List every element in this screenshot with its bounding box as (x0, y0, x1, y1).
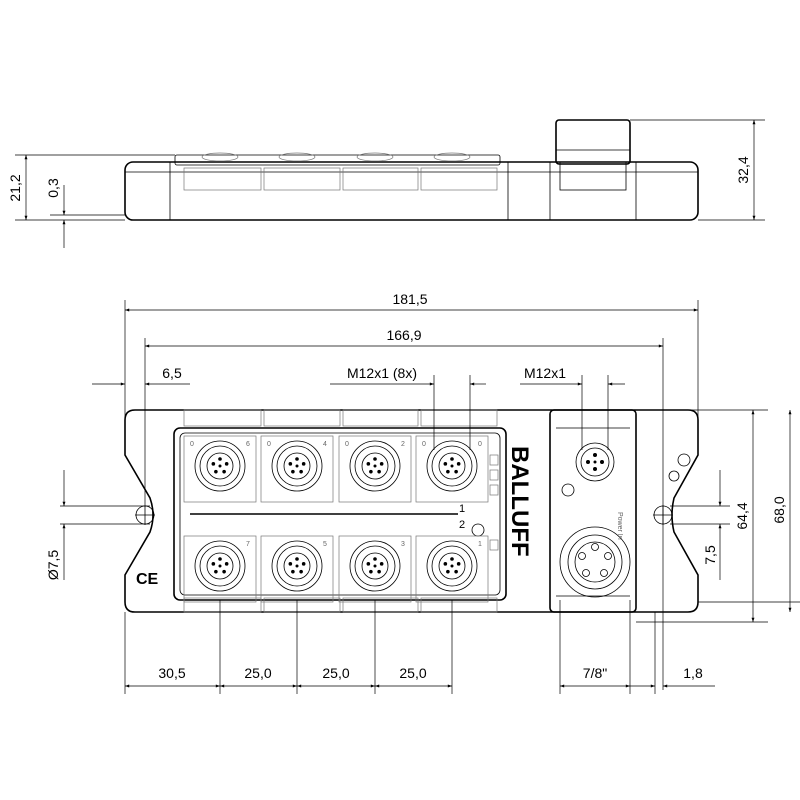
dim-edge-to-hole: 6,5 (162, 365, 182, 381)
io-port: 5 (260, 535, 334, 603)
dim-bus-thread: M12x1 (524, 365, 566, 381)
port-number: 2 (401, 441, 405, 448)
dim-power-connector: 7/8" (583, 665, 607, 681)
dim-edge-offset: 1,8 (683, 665, 703, 681)
io-port: 00 (415, 435, 489, 503)
ce-mark: CE (136, 571, 159, 588)
io-port: 60 (183, 435, 257, 503)
dim-side-offset: 0,3 (45, 178, 61, 198)
side-label-2: 2 (459, 519, 465, 531)
dim-hole-offset: 7,5 (702, 545, 718, 565)
dim-overall-width: 68,0 (771, 496, 787, 523)
top-view (124, 409, 699, 613)
dim-port-pitch-3: 25,0 (399, 665, 426, 681)
port-number: 4 (323, 441, 327, 448)
dim-side-height: 21,2 (7, 174, 23, 201)
port-number: 3 (401, 541, 405, 548)
io-port: 20 (338, 435, 412, 503)
dim-overall-length: 181,5 (392, 291, 427, 307)
dim-io-thread: M12x1 (8x) (347, 365, 417, 381)
port-number: 0 (345, 441, 349, 448)
dim-port-pitch-2: 25,0 (322, 665, 349, 681)
dim-side-connector-height: 32,4 (735, 156, 751, 183)
port-number: 0 (267, 441, 271, 448)
dim-hole-spacing: 166,9 (386, 327, 421, 343)
port-number: 0 (190, 441, 194, 448)
brand-logo: BALLUFF (506, 446, 533, 557)
port-number: 7 (246, 541, 250, 548)
io-port: 1 (415, 535, 489, 603)
dim-body-width: 64,4 (734, 502, 750, 529)
dim-hole-diameter: Ø7,5 (45, 550, 61, 581)
port-number: 0 (422, 441, 426, 448)
top-dimensions: 181,5 166,9 6,5 M12x1 (8x) M12x1 Ø7,5 (45, 291, 800, 694)
side-view (124, 119, 699, 221)
io-port: 40 (260, 435, 334, 503)
side-dimensions: 21,2 0,3 32,4 (7, 119, 765, 248)
power-label: Power In (616, 512, 623, 540)
port-number: 5 (323, 541, 327, 548)
port-number: 6 (246, 441, 250, 448)
port-number: 1 (478, 541, 482, 548)
bus-connector-m12 (575, 442, 615, 482)
side-label-1: 1 (459, 503, 465, 515)
io-port: 7 (183, 535, 257, 603)
power-connector-7-8: Power In (559, 512, 631, 598)
port-number: 0 (478, 441, 482, 448)
io-port: 3 (338, 535, 412, 603)
dim-first-port: 30,5 (158, 665, 185, 681)
dim-port-pitch-1: 25,0 (244, 665, 271, 681)
